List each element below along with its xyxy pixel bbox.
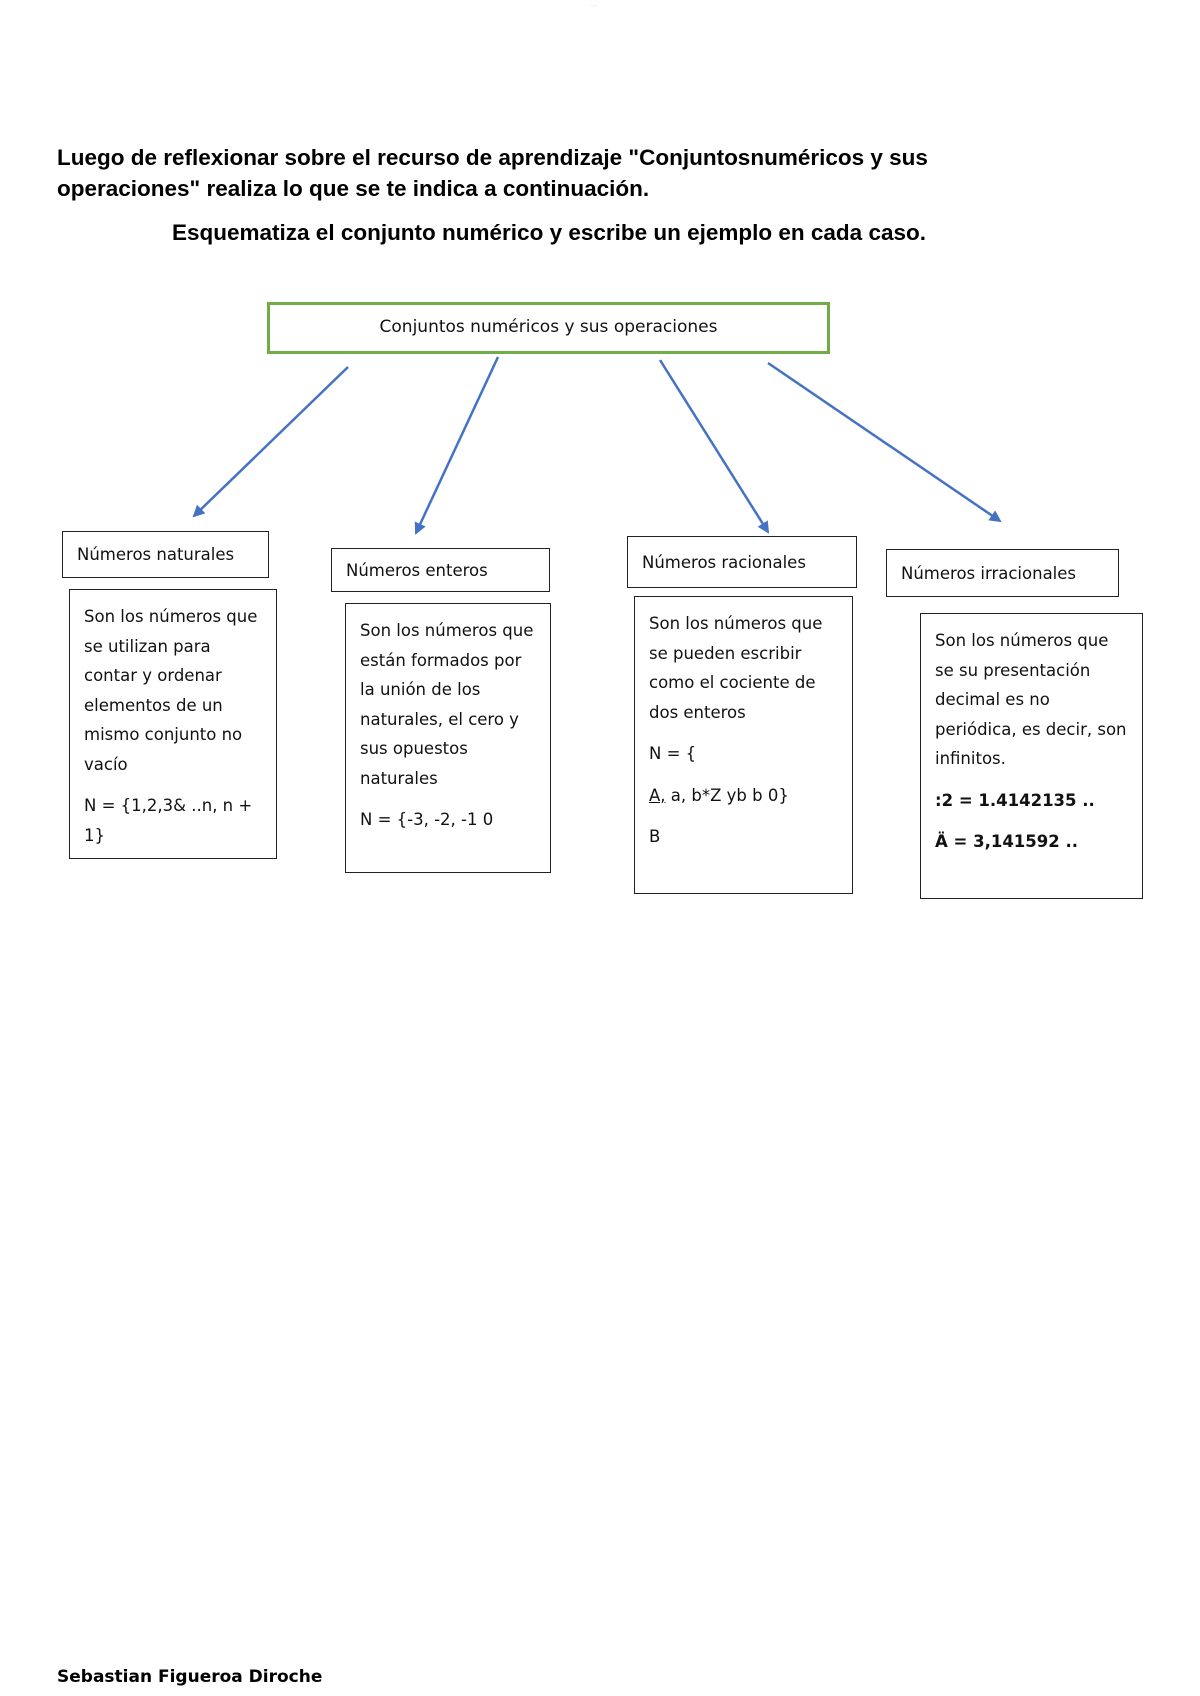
top-mark: .. xyxy=(590,0,598,6)
naturales-title-box: Números naturales xyxy=(62,531,269,578)
racionales-example-1: N = { xyxy=(649,744,697,763)
irracionales-example-1: :2 = 1.4142135 .. xyxy=(935,790,1095,810)
arrow-to-irracionales xyxy=(767,361,1002,523)
instruction-text: Esquematiza el conjunto numérico y escri… xyxy=(172,220,926,245)
racionales-example-fraction: A, xyxy=(649,785,666,805)
arrow-to-racionales xyxy=(658,359,770,534)
enteros-desc: Son los números que están formados por l… xyxy=(360,621,534,788)
enteros-desc-box: Son los números que están formados por l… xyxy=(345,603,551,873)
irracionales-desc: Son los números que se su presentación d… xyxy=(935,631,1127,768)
enteros-title: Números enteros xyxy=(346,560,488,580)
racionales-example-2: A, a, b*Z yb b 0} xyxy=(649,781,838,811)
racionales-example-3: B xyxy=(649,827,661,846)
racionales-example-condition: a, b*Z yb b 0} xyxy=(665,785,789,805)
irracionales-desc-box: Son los números que se su presentación d… xyxy=(920,613,1143,899)
irracionales-title: Números irracionales xyxy=(901,563,1077,583)
enteros-title-box: Números enteros xyxy=(331,548,550,592)
irracionales-example-2: Ä = 3,141592 .. xyxy=(935,832,1078,851)
racionales-desc-box: Son los números que se pueden escribir c… xyxy=(634,596,853,894)
intro-text: Luego de reflexionar sobre el recurso de… xyxy=(57,145,928,201)
naturales-title: Números naturales xyxy=(77,545,235,564)
naturales-desc-box: Son los números que se utilizan para con… xyxy=(69,589,277,859)
racionales-title: Números racionales xyxy=(642,552,806,572)
arrow-to-naturales xyxy=(192,366,349,518)
racionales-title-box: Números racionales xyxy=(627,536,857,588)
naturales-example: N = {1,2,3& ..n, n + 1} xyxy=(84,796,253,845)
naturales-desc: Son los números que se utilizan para con… xyxy=(84,607,258,774)
enteros-example: N = {-3, -2, -1 0 xyxy=(360,810,494,829)
author-footer: Sebastian Figueroa Diroche xyxy=(57,1667,323,1687)
racionales-desc: Son los números que se pueden escribir c… xyxy=(649,614,823,722)
irracionales-title-box: Números irracionales xyxy=(886,549,1119,597)
arrow-to-enteros xyxy=(414,356,500,535)
root-concept-box: Conjuntos numéricos y sus operaciones xyxy=(267,302,830,354)
